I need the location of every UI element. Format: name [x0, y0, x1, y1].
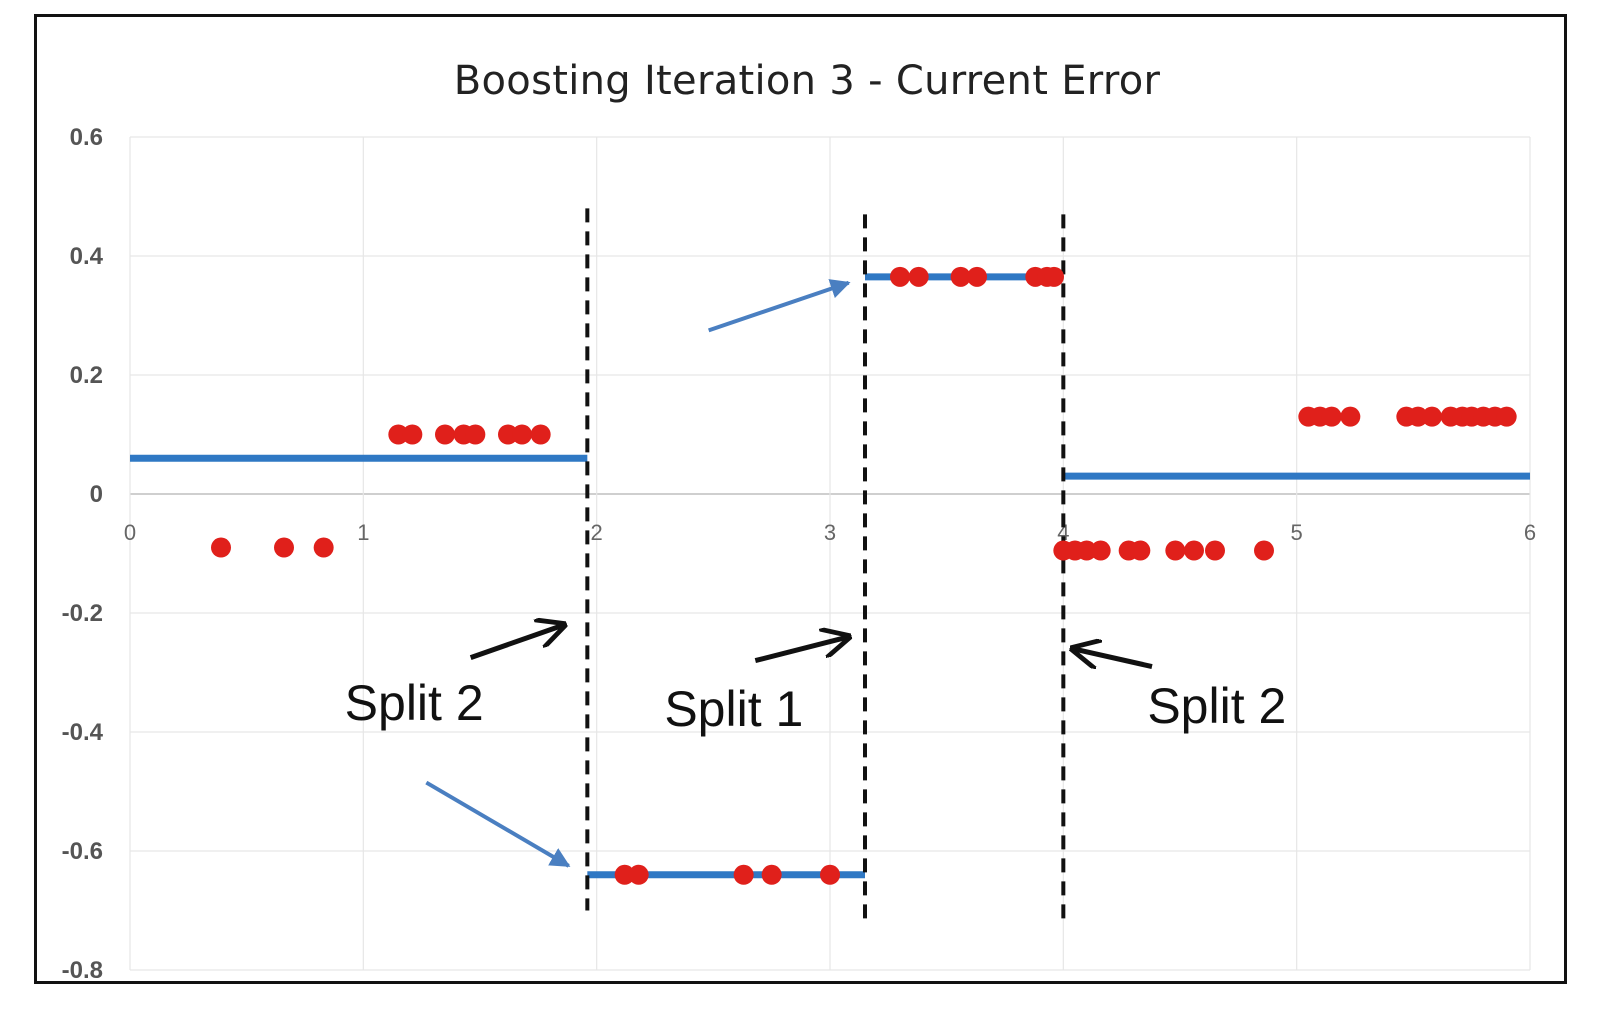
- pointer-arrow: [754, 637, 848, 664]
- data-point: [628, 864, 649, 885]
- data-point: [1496, 406, 1517, 427]
- data-point: [950, 266, 971, 287]
- error-points: [211, 266, 1517, 885]
- x-tick-label: 5: [1291, 520, 1303, 545]
- blue-pointer-arrow: [708, 279, 851, 333]
- data-point: [967, 266, 987, 287]
- data-point: [1184, 540, 1204, 561]
- data-point: [211, 537, 231, 558]
- data-point: [1422, 406, 1442, 427]
- chart-title: Boosting Iteration 3 - Current Error: [453, 58, 1161, 104]
- chart-frame: [34, 14, 1567, 984]
- data-point: [1340, 406, 1361, 427]
- x-tick-label: 4: [1057, 520, 1069, 545]
- data-point: [890, 266, 910, 287]
- y-tick-label: -0.8: [62, 957, 103, 984]
- blue-pointer-arrow: [425, 780, 571, 868]
- y-tick-label: 0.6: [70, 124, 103, 151]
- split-lines: [585, 208, 1066, 923]
- data-point: [1090, 540, 1111, 561]
- data-point: [1205, 540, 1225, 561]
- y-tick-label: 0.2: [70, 362, 103, 389]
- split-annotation-label: Split 2: [345, 675, 484, 731]
- data-point: [761, 864, 782, 885]
- y-tick-label: 0: [90, 481, 103, 508]
- data-point: [820, 864, 840, 885]
- split-annotation-label: Split 1: [664, 681, 803, 737]
- x-tick-label: 1: [357, 520, 369, 545]
- data-point: [1408, 406, 1428, 427]
- data-point: [908, 266, 929, 287]
- data-point: [530, 424, 551, 445]
- x-tick-label: 3: [824, 520, 836, 545]
- y-tick-label: -0.6: [62, 838, 103, 865]
- axis-tick-labels: 0.6 0.4 0.2 0 -0.2 -0.4 -0.6 -0.8 0 1 2 3 4 5 6: [62, 124, 1536, 984]
- data-point: [733, 864, 754, 885]
- pointer-arrow: [1073, 649, 1153, 667]
- data-point: [498, 424, 518, 445]
- gridlines: [129, 136, 1531, 971]
- split-annotation-label: Split 2: [1147, 678, 1286, 734]
- data-point: [435, 424, 455, 445]
- data-point: [1254, 540, 1274, 561]
- data-point: [313, 537, 334, 558]
- data-point: [1130, 540, 1151, 561]
- data-point: [388, 424, 409, 445]
- data-point: [1321, 406, 1342, 427]
- data-point: [1165, 540, 1186, 561]
- y-tick-label: 0.4: [70, 243, 104, 270]
- pointer-arrow: [469, 625, 564, 660]
- x-tick-label: 0: [124, 520, 136, 545]
- data-point: [274, 537, 294, 558]
- data-point: [465, 424, 486, 445]
- y-tick-label: -0.2: [62, 600, 103, 627]
- data-point: [512, 424, 532, 445]
- annotations: Split 2 Split 1 Split 2: [345, 279, 1286, 868]
- x-tick-label: 6: [1524, 520, 1536, 545]
- y-tick-label: -0.4: [62, 719, 104, 746]
- x-tick-label: 2: [591, 520, 603, 545]
- data-point: [1044, 266, 1064, 287]
- data-point: [614, 864, 635, 885]
- data-point: [1076, 540, 1097, 561]
- data-point: [402, 424, 423, 445]
